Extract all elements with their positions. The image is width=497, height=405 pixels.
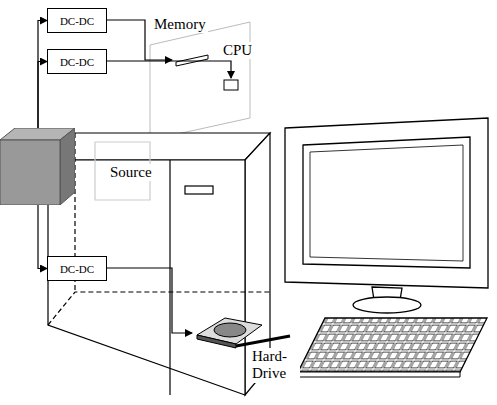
part-label: Memory — [152, 16, 208, 33]
motherboard-plate — [150, 22, 250, 140]
monitor — [285, 118, 488, 313]
source-label: Source — [108, 164, 154, 181]
converter-label: DC-DC — [60, 56, 94, 68]
converter-box: DC-DC — [47, 256, 107, 281]
part-label: CPU — [221, 42, 254, 59]
converter-box: DC-DC — [47, 8, 107, 33]
supply-wire — [107, 20, 231, 333]
converter-label: DC-DC — [60, 15, 94, 27]
hard-drive — [197, 318, 290, 348]
converter-label: DC-DC — [60, 263, 94, 275]
part-label: Hard- Drive — [250, 348, 300, 383]
source-cube — [0, 128, 75, 205]
computer-tower — [48, 133, 270, 395]
keyboard — [298, 318, 487, 377]
converter-box: DC-DC — [47, 49, 107, 74]
power-wire — [38, 205, 47, 269]
power-wire — [38, 62, 47, 129]
power-wire — [38, 21, 47, 129]
power-source: Source — [0, 128, 75, 205]
